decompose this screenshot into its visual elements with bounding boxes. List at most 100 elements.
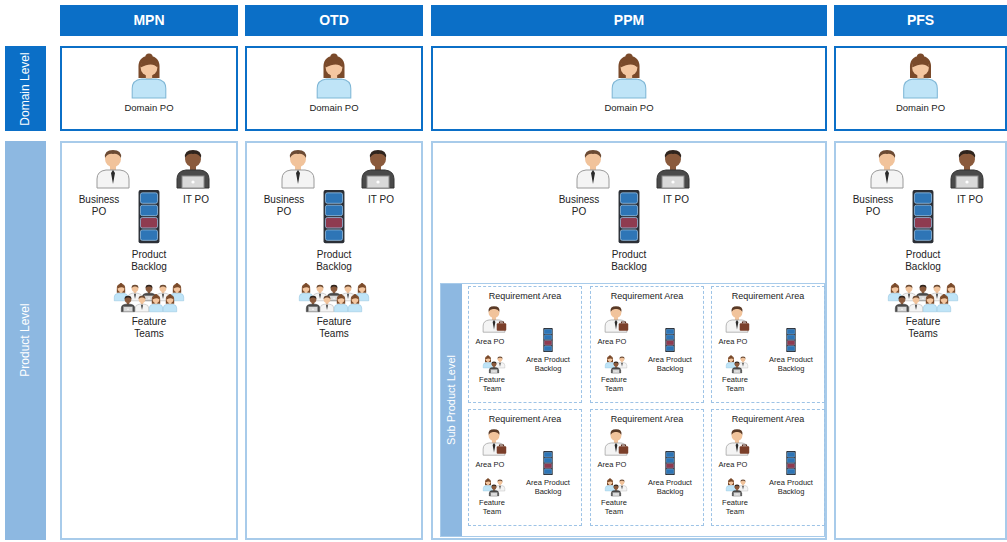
backlog-label: Product Backlog	[306, 249, 362, 272]
person-icon	[163, 294, 176, 312]
person-icon	[282, 150, 314, 188]
backlog-label: Area Product Backlog	[643, 479, 697, 496]
role-label: Business PO	[850, 194, 896, 217]
sub-product-region: Requirement AreaArea POArea Product Back…	[440, 283, 825, 537]
area-title: Requirement Area	[471, 414, 579, 424]
team-icon	[605, 355, 627, 373]
backlog-label: Product Backlog	[895, 249, 951, 272]
person-icon	[320, 296, 333, 312]
backlog-icon	[543, 451, 552, 475]
team-label: Feature Team	[472, 376, 512, 393]
person-icon	[605, 478, 615, 491]
area-title: Requirement Area	[471, 291, 579, 301]
person-icon	[612, 53, 646, 98]
person-icon	[334, 294, 347, 312]
backlog-icon	[324, 190, 345, 243]
team-icon	[888, 283, 957, 312]
level-label: Product Level	[19, 303, 32, 376]
person-icon	[732, 485, 742, 496]
person-icon	[904, 53, 938, 98]
domain-box: Domain PO	[60, 46, 238, 131]
role-label: Area PO	[592, 461, 632, 470]
team-label: Feature Team	[594, 499, 634, 516]
person-icon	[657, 150, 689, 188]
backlog-label: Product Backlog	[601, 249, 657, 272]
column-header: PFS	[834, 5, 1007, 36]
team-label: Feature Team	[715, 499, 755, 516]
backlog-icon	[543, 328, 552, 352]
column-title: MPN	[63, 12, 235, 28]
person-icon	[317, 53, 351, 98]
level-band: Domain Level	[5, 46, 46, 131]
backlog-icon	[665, 328, 674, 352]
backlog-label: Area Product Backlog	[764, 479, 818, 496]
team-icon	[114, 283, 183, 312]
person-icon	[306, 296, 319, 312]
person-icon	[611, 485, 621, 496]
person-icon	[495, 480, 505, 491]
area-title: Requirement Area	[714, 414, 822, 424]
backlog-icon	[139, 190, 160, 243]
role-label: Area PO	[713, 461, 753, 470]
team-label: Feature Team	[594, 376, 634, 393]
backlog-label: Area Product Backlog	[521, 479, 575, 496]
person-icon	[726, 429, 749, 455]
backlog-icon	[913, 190, 934, 243]
column-header: OTD	[245, 5, 423, 36]
team-icon	[483, 478, 505, 496]
level-band: Product Level	[5, 141, 46, 540]
team-label: Feature Teams	[121, 316, 177, 339]
person-icon	[611, 362, 621, 373]
team-icon	[299, 283, 368, 312]
person-icon	[483, 478, 493, 491]
column-title: PFS	[837, 12, 1004, 28]
team-icon	[726, 355, 748, 373]
person-icon	[732, 362, 742, 373]
role-label: Business PO	[556, 194, 602, 217]
role-label: Domain PO	[104, 103, 194, 114]
requirement-area-box: Requirement AreaArea PO Area Product Back…	[590, 409, 704, 526]
backlog-icon	[665, 451, 674, 475]
person-icon	[121, 296, 134, 312]
level-label: Domain Level	[19, 52, 32, 125]
role-label: IT PO	[656, 194, 696, 206]
role-label: IT PO	[950, 194, 990, 206]
person-icon	[149, 294, 162, 312]
person-icon	[605, 355, 615, 368]
level-label: Sub Product Level	[445, 355, 457, 445]
area-title: Requirement Area	[593, 291, 701, 301]
role-label: Area PO	[470, 338, 510, 347]
person-icon	[617, 480, 627, 491]
requirement-area-box: Requirement AreaArea PO Area Product Back…	[468, 409, 582, 526]
person-icon	[895, 296, 908, 312]
backlog-label: Area Product Backlog	[643, 356, 697, 373]
team-icon	[483, 355, 505, 373]
backlog-icon	[786, 328, 795, 352]
area-title: Requirement Area	[593, 414, 701, 424]
person-icon	[489, 362, 499, 373]
column-title: OTD	[248, 12, 420, 28]
product-box: Requirement AreaArea POArea Product Back…	[431, 141, 827, 540]
person-icon	[605, 306, 628, 332]
role-label: Area PO	[470, 461, 510, 470]
person-icon	[726, 306, 749, 332]
role-label: Area PO	[592, 338, 632, 347]
person-icon	[923, 294, 936, 312]
team-label: Feature Teams	[306, 316, 362, 339]
column-title: PPM	[434, 12, 824, 28]
area-title: Requirement Area	[714, 291, 822, 301]
person-icon	[871, 150, 903, 188]
role-label: Business PO	[261, 194, 307, 217]
person-icon	[177, 150, 209, 188]
person-icon	[577, 150, 609, 188]
team-label: Feature Team	[715, 376, 755, 393]
person-icon	[738, 357, 748, 368]
person-icon	[483, 355, 493, 368]
role-label: Domain PO	[876, 103, 966, 114]
backlog-label: Product Backlog	[121, 249, 177, 272]
requirement-area-box: Requirement AreaArea POArea Product Back…	[711, 286, 825, 403]
team-label: Feature Team	[472, 499, 512, 516]
person-icon	[348, 294, 361, 312]
person-icon	[495, 357, 505, 368]
